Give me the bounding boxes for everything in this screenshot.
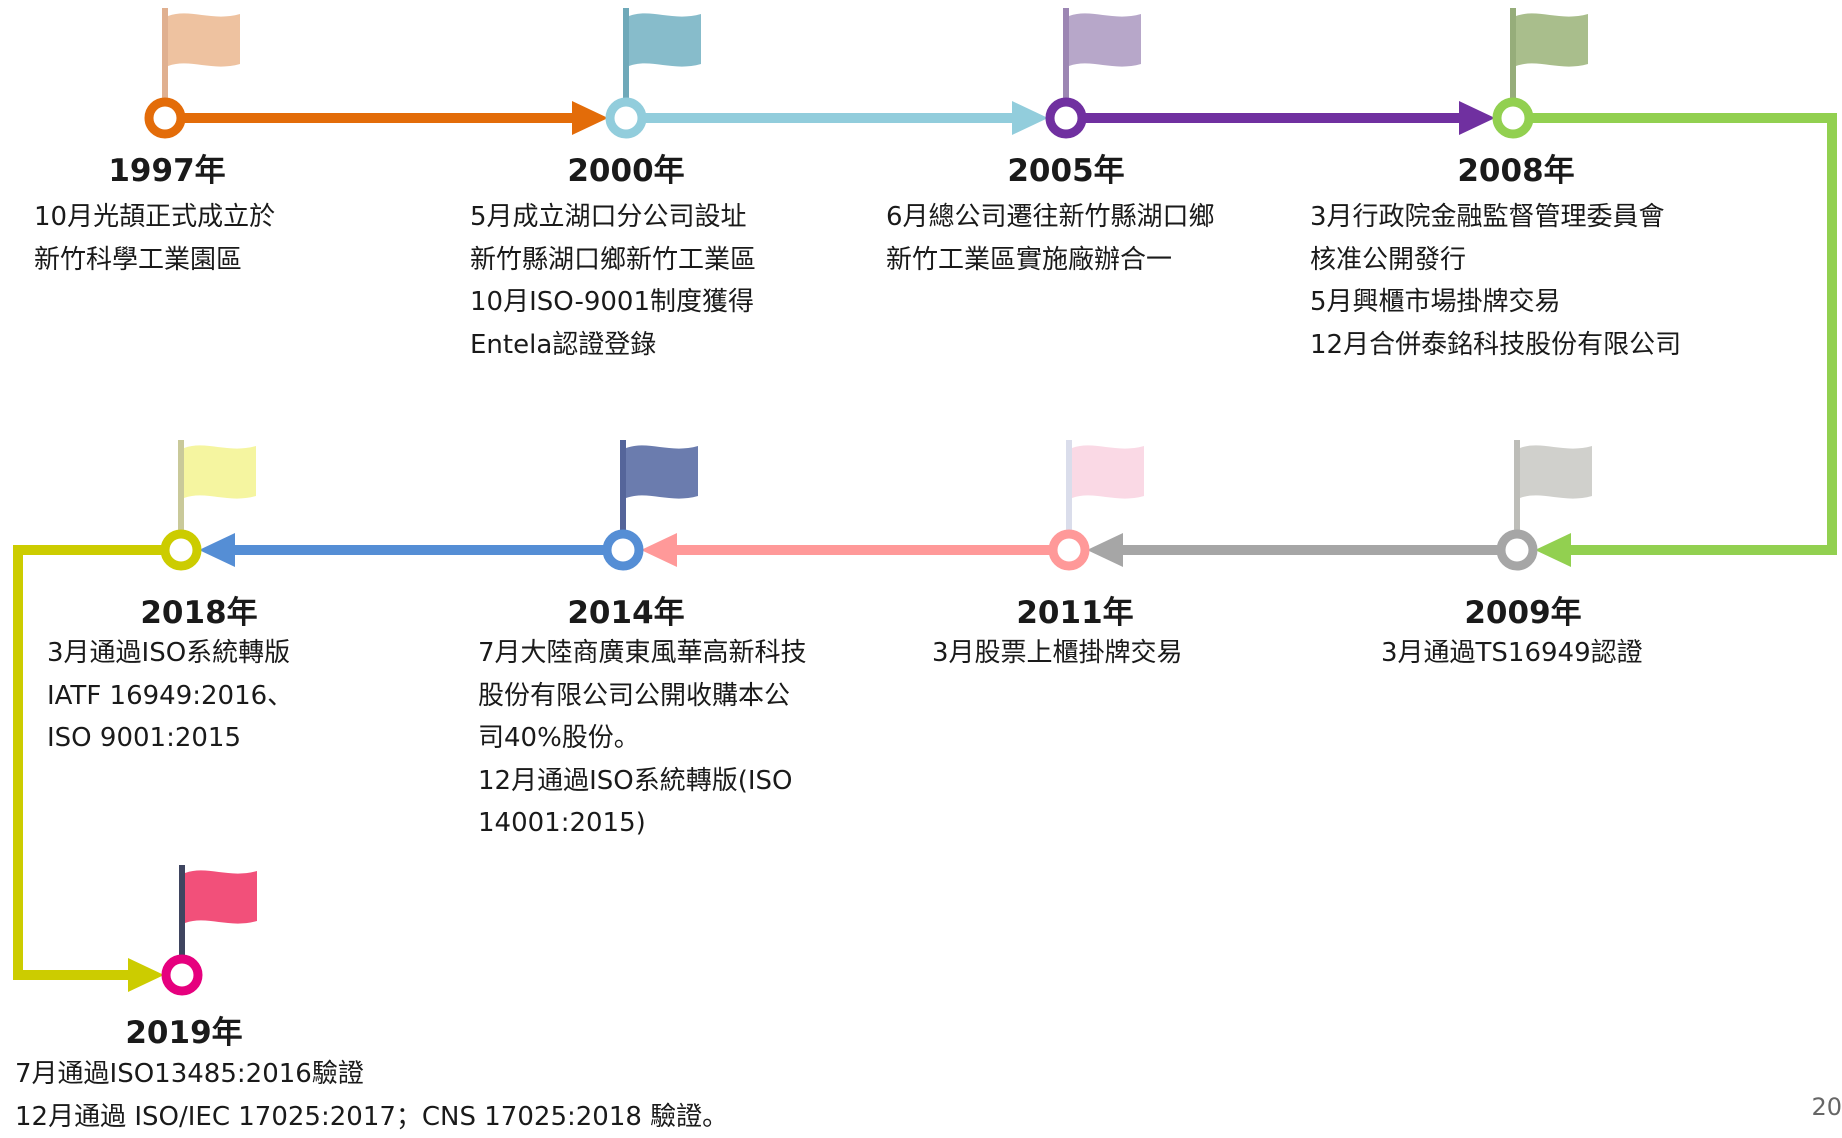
desc-line: 12月合併泰銘科技股份有限公司 — [1310, 324, 1681, 367]
desc-line: 新竹科學工業園區 — [34, 239, 275, 282]
desc-line: 10月光頡正式成立於 — [34, 196, 275, 239]
milestone-node-2018 — [165, 534, 197, 566]
flag-icon-2011 — [1072, 445, 1144, 498]
milestone-desc-2014: 7月大陸商廣東風華高新科技 股份有限公司公開收購本公 司40%股份。 12月通過… — [478, 632, 807, 845]
milestone-year-2018: 2018年 — [140, 595, 257, 631]
desc-line: 14001:2015) — [478, 802, 807, 845]
flag-pole-2005 — [1063, 8, 1069, 100]
connector-2018-2019-arrowhead — [128, 958, 164, 992]
connector-2000-2005-arrowhead — [1012, 101, 1048, 135]
flag-icon-2014 — [626, 445, 698, 498]
flag-icon-2009 — [1520, 445, 1592, 498]
milestone-node-2005 — [1050, 102, 1082, 134]
flag-icon-2018 — [184, 445, 256, 498]
flag-pole-2011 — [1066, 440, 1072, 532]
flag-icon-2005 — [1069, 13, 1141, 66]
desc-line: 新竹縣湖口鄉新竹工業區 — [470, 239, 756, 282]
milestone-desc-2009: 3月通過TS16949認證 — [1381, 632, 1643, 675]
flag-icon-2019 — [185, 870, 257, 923]
milestone-desc-2018: 3月通過ISO系統轉版 IATF 16949:2016、 ISO 9001:20… — [47, 632, 293, 760]
desc-line: 6月總公司遷往新竹縣湖口鄉 — [886, 196, 1215, 239]
desc-line: 新竹工業區實施廠辦合一 — [886, 239, 1215, 282]
milestone-year-2014: 2014年 — [567, 595, 684, 631]
milestone-desc-2005: 6月總公司遷往新竹縣湖口鄉 新竹工業區實施廠辦合一 — [886, 196, 1215, 281]
flags-layer — [162, 8, 1592, 957]
flag-pole-2014 — [620, 440, 626, 532]
flag-pole-2019 — [179, 865, 185, 957]
connector-2009-2011-arrowhead — [1087, 533, 1123, 567]
flag-pole-1997 — [162, 8, 168, 100]
milestone-node-2011 — [1053, 534, 1085, 566]
flag-icon-2000 — [629, 13, 701, 66]
connector-2011-2014-arrowhead — [641, 533, 677, 567]
desc-line: 3月通過TS16949認證 — [1381, 632, 1643, 675]
desc-line: 12月通過 ISO/IEC 17025:2017；CNS 17025:2018 … — [15, 1096, 728, 1138]
milestone-node-2000 — [610, 102, 642, 134]
desc-line: Entela認證登錄 — [470, 324, 756, 367]
flag-pole-2008 — [1510, 8, 1516, 100]
milestone-desc-1997: 10月光頡正式成立於 新竹科學工業園區 — [34, 196, 275, 281]
desc-line: IATF 16949:2016、 — [47, 675, 293, 718]
milestone-year-2005: 2005年 — [1007, 153, 1124, 189]
milestone-year-2000: 2000年 — [567, 153, 684, 189]
flag-icon-1997 — [168, 13, 240, 66]
page-number: 20 — [1811, 1093, 1842, 1121]
milestone-node-2009 — [1501, 534, 1533, 566]
milestone-year-2009: 2009年 — [1464, 595, 1581, 631]
milestone-node-2019 — [166, 959, 198, 991]
milestone-year-2011: 2011年 — [1016, 595, 1133, 631]
milestone-year-2019: 2019年 — [125, 1015, 242, 1051]
flag-icon-2008 — [1516, 13, 1588, 66]
milestone-node-2008 — [1497, 102, 1529, 134]
milestone-desc-2011: 3月股票上櫃掛牌交易 — [932, 632, 1183, 675]
connector-2005-2008-arrowhead — [1459, 101, 1495, 135]
milestone-node-2014 — [607, 534, 639, 566]
flag-pole-2000 — [623, 8, 629, 100]
desc-line: 核准公開發行 — [1310, 239, 1681, 282]
desc-line: 3月行政院金融監督管理委員會 — [1310, 196, 1681, 239]
desc-line: 7月通過ISO13485:2016驗證 — [15, 1053, 728, 1096]
flag-pole-2018 — [178, 440, 184, 532]
desc-line: 3月股票上櫃掛牌交易 — [932, 632, 1183, 675]
milestone-year-2008: 2008年 — [1457, 153, 1574, 189]
connector-2014-2018-arrowhead — [199, 533, 235, 567]
desc-line: 7月大陸商廣東風華高新科技 — [478, 632, 807, 675]
desc-line: ISO 9001:2015 — [47, 717, 293, 760]
milestone-desc-2008: 3月行政院金融監督管理委員會 核准公開發行 5月興櫃市場掛牌交易 12月合併泰銘… — [1310, 196, 1681, 366]
milestone-year-1997: 1997年 — [108, 153, 225, 189]
milestone-node-1997 — [149, 102, 181, 134]
desc-line: 10月ISO-9001制度獲得 — [470, 281, 756, 324]
desc-line: 5月興櫃市場掛牌交易 — [1310, 281, 1681, 324]
milestone-desc-2000: 5月成立湖口分公司設址 新竹縣湖口鄉新竹工業區 10月ISO-9001制度獲得 … — [470, 196, 756, 366]
milestone-desc-2019: 7月通過ISO13485:2016驗證 12月通過 ISO/IEC 17025:… — [15, 1053, 728, 1138]
flag-pole-2009 — [1514, 440, 1520, 532]
connector-2008-2009-arrowhead — [1535, 533, 1571, 567]
connector-1997-2000-arrowhead — [572, 101, 608, 135]
desc-line: 司40%股份。 — [478, 717, 807, 760]
desc-line: 3月通過ISO系統轉版 — [47, 632, 293, 675]
desc-line: 5月成立湖口分公司設址 — [470, 196, 756, 239]
desc-line: 12月通過ISO系統轉版(ISO — [478, 760, 807, 803]
desc-line: 股份有限公司公開收購本公 — [478, 675, 807, 718]
